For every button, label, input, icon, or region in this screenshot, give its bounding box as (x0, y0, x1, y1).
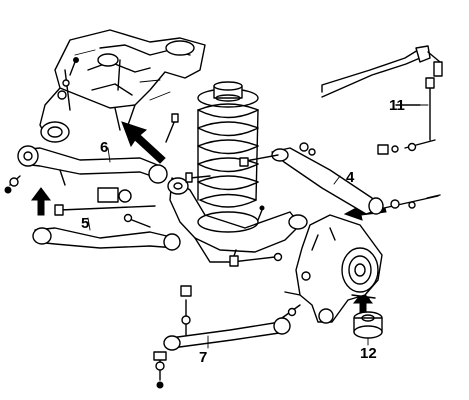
bushing-12 (353, 311, 383, 339)
lower-control-arm (167, 177, 308, 263)
coil-spring (197, 81, 259, 208)
callout-6: 6 (100, 139, 108, 156)
callout-11: 11 (389, 97, 405, 114)
callout-5: 5 (81, 215, 89, 232)
leader-lines (87, 104, 429, 349)
control-link-7 (153, 285, 301, 389)
arrow-to-subframe (121, 121, 166, 164)
subframe-bolts (57, 57, 179, 143)
control-link-5 (32, 187, 181, 251)
control-link-6 (4, 145, 168, 194)
callout-4: 4 (346, 169, 355, 186)
stabilizer-link-11 (377, 77, 436, 155)
wheel-knuckle (284, 214, 383, 324)
subframe (39, 29, 206, 143)
callout-7: 7 (199, 349, 207, 366)
upper-link-4 (239, 142, 441, 215)
lower-arm-bolts (185, 172, 283, 267)
stabilizer-bar (321, 45, 443, 98)
arrow-to-link-6 (31, 187, 51, 216)
callout-12: 12 (360, 345, 377, 362)
